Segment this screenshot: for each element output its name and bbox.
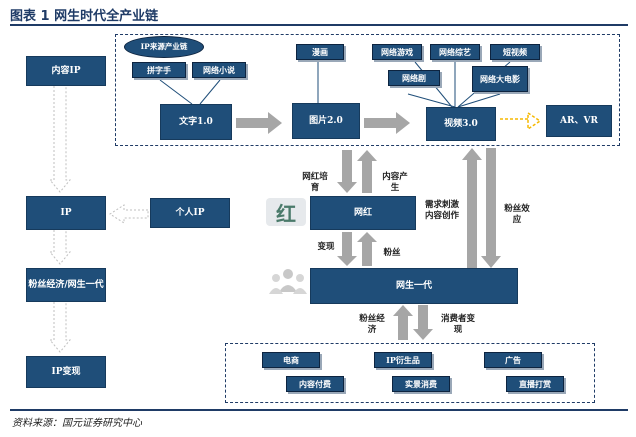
content-ip-box: 内容IP <box>26 56 106 86</box>
fans-label: 粉丝 <box>383 248 401 258</box>
figure-title: 图表 1 网生时代全产业链 <box>10 9 159 24</box>
ip-source-chain-ellipse: IP来源产业链 <box>124 36 204 58</box>
image-to-video-arrow <box>364 112 410 134</box>
cultivate-arrow <box>337 150 357 193</box>
text-chain-line-2 <box>199 79 221 105</box>
web-game-box: 网络游戏 <box>372 44 422 60</box>
web-movie-box: 网络大电影 <box>472 66 528 92</box>
cultivate-label: 网红培育 <box>302 172 328 193</box>
video-to-arvr-arrow <box>500 111 542 131</box>
demand-arrow <box>462 148 482 268</box>
consumer-label: 消费者变现 <box>440 314 475 335</box>
live-tipping-box: 直播打赏 <box>506 376 564 392</box>
content-payment-box: 内容付费 <box>286 376 344 392</box>
offline-consumption-box: 实景消费 <box>392 376 450 392</box>
produce-arrow <box>357 150 377 193</box>
text-box: 文字1.0 <box>160 104 232 140</box>
hong-icon: 红 <box>266 198 306 226</box>
video-box: 视频3.0 <box>426 107 496 141</box>
hong-icon-glyph: 红 <box>276 201 296 226</box>
pieced-writer-box: 拼字手 <box>132 62 186 78</box>
text-chain-line <box>159 79 193 105</box>
short-video-box: 短视频 <box>490 44 540 60</box>
image-box: 图片2.0 <box>292 103 360 139</box>
ip-derivatives-box: IP衍生品 <box>374 352 432 368</box>
ecommerce-box: 电商 <box>262 352 320 368</box>
fan-economy-arrow <box>393 305 413 340</box>
monetize-label: 变现 <box>317 242 335 252</box>
fan-economy-label: 粉丝经济 <box>359 314 385 335</box>
consumer-arrow <box>413 305 433 340</box>
ar-vr-box: AR、VR <box>546 105 612 137</box>
bottom-rule <box>10 409 628 411</box>
left-down-arrows <box>48 86 72 353</box>
fan-effect-label: 粉丝效应 <box>504 204 530 225</box>
fan-effect-arrow <box>481 148 501 268</box>
top-rule <box>10 24 628 26</box>
source-note: 资料来源：国元证券研究中心 <box>12 418 142 429</box>
personal-ip-box: 个人IP <box>150 198 230 228</box>
text-to-image-arrow <box>236 112 282 134</box>
top-chain-frame <box>115 34 620 146</box>
ip-monetization-box: IP变现 <box>26 356 106 388</box>
ip-box: IP <box>26 196 106 230</box>
wangsheng-box: 网生一代 <box>310 268 518 304</box>
wanghong-box: 网红 <box>310 196 416 230</box>
advertising-box: 广告 <box>484 352 542 368</box>
web-drama-box: 网络剧 <box>388 70 440 86</box>
demand-label: 需求刺激内容创作 <box>424 200 459 221</box>
bottom-frame <box>225 343 595 403</box>
content-produce-label: 内容产生 <box>382 172 408 193</box>
monetize-arrow <box>337 232 357 266</box>
fan-economy-box: 粉丝经济/网生一代 <box>26 268 106 302</box>
fans-arrow <box>357 232 377 266</box>
web-variety-box: 网络综艺 <box>430 44 480 60</box>
web-novel-box: 网络小说 <box>192 62 246 78</box>
comics-box: 漫画 <box>296 44 344 60</box>
personal-ip-arrow <box>109 204 149 224</box>
people-icon <box>268 266 308 296</box>
